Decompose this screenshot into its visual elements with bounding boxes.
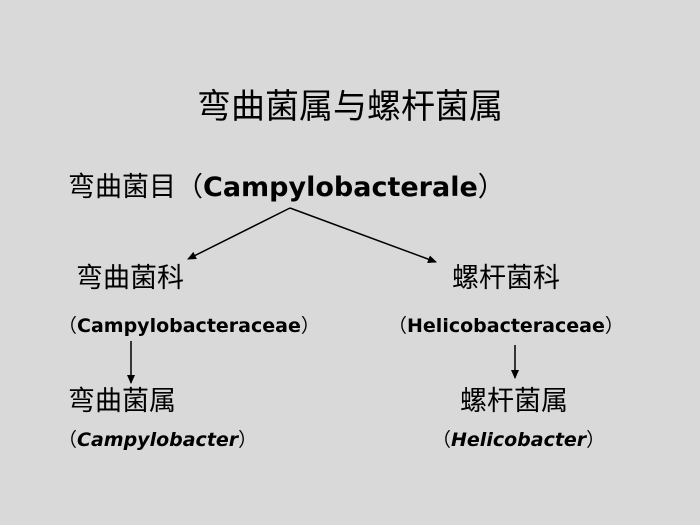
open-paren: （ — [388, 315, 408, 337]
genus-right-cn: 螺杆菌属 — [460, 386, 568, 417]
family-right-latin-name: Helicobacteraceae — [407, 315, 605, 337]
arrow-order-to-family-right — [289, 207, 437, 263]
genus-right-latin-name: Helicobacter — [451, 429, 587, 451]
genus-left-latin: （Campylobacter） — [58, 431, 257, 450]
order-label: 弯曲菌目（Campylobacterale） — [68, 174, 505, 201]
family-left-cn: 弯曲菌科 — [76, 263, 184, 294]
order-name-latin: Campylobacterale — [203, 172, 478, 203]
close-paren: ） — [300, 315, 320, 337]
genus-left-cn: 弯曲菌属 — [68, 386, 176, 417]
family-right-latin: （Helicobacteraceae） — [388, 317, 624, 336]
open-paren: （ — [58, 429, 78, 451]
family-left-latin-name: Campylobacteraceae — [77, 315, 301, 337]
family-left-latin: （Campylobacteraceae） — [58, 317, 320, 336]
order-open-paren: （ — [176, 172, 203, 203]
close-paren: ） — [586, 429, 606, 451]
genus-right-latin: （Helicobacter） — [432, 431, 605, 450]
close-paren: ） — [238, 429, 258, 451]
arrow-order-to-family-left — [187, 207, 291, 260]
close-paren: ） — [604, 315, 624, 337]
genus-left-latin-name: Campylobacter — [77, 429, 239, 451]
open-paren: （ — [432, 429, 452, 451]
order-name-cn: 弯曲菌目 — [68, 172, 176, 203]
open-paren: （ — [58, 315, 78, 337]
slide-title: 弯曲菌属与螺杆菌属 — [197, 87, 503, 127]
family-right-cn: 螺杆菌科 — [452, 263, 560, 294]
order-close-paren: ） — [477, 172, 505, 203]
